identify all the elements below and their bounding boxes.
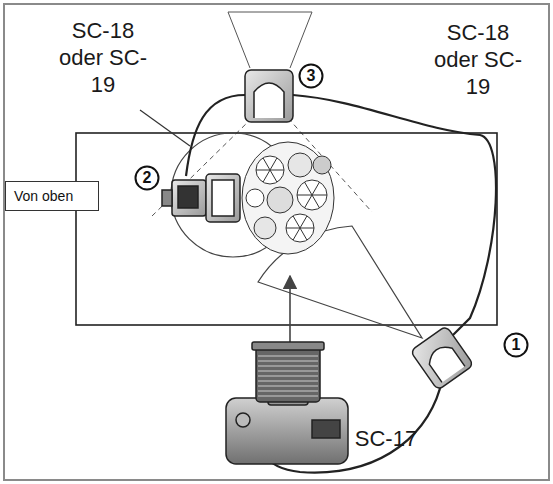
callout-circle	[300, 65, 323, 88]
flash-unit	[162, 190, 172, 206]
flash-unit	[245, 70, 293, 122]
petal-line	[293, 216, 300, 228]
flower-bouquet	[286, 214, 314, 242]
flower-bouquet	[256, 156, 284, 184]
petal-line	[263, 158, 270, 170]
flash-unit	[410, 326, 474, 391]
callout-circle	[505, 334, 528, 357]
callout-circle	[136, 167, 159, 190]
cable-label: SC-17	[344, 426, 428, 453]
flower-bouquet	[254, 217, 276, 239]
petal-line	[270, 158, 277, 170]
callout-number: 3	[298, 63, 324, 89]
petal-line	[312, 195, 320, 208]
petal-line	[270, 170, 277, 182]
petal-line	[300, 228, 314, 229]
petal-line	[286, 228, 300, 229]
petal-line	[305, 182, 313, 195]
lens-rib	[258, 386, 318, 387]
box-text: Von oben	[14, 188, 88, 204]
flower-bouquet	[242, 142, 334, 254]
leader-line	[140, 110, 190, 146]
cable	[293, 95, 496, 336]
camera	[258, 356, 318, 396]
flower-bouquet	[242, 142, 334, 254]
flash-unit	[410, 326, 474, 391]
cable	[186, 95, 245, 176]
petal-line	[263, 170, 270, 182]
callout-number: 1	[503, 332, 529, 358]
flash-unit	[162, 174, 240, 222]
camera	[226, 398, 348, 464]
flash-unit	[178, 186, 198, 208]
lens-rib	[258, 376, 318, 377]
light-cone	[228, 12, 312, 68]
flash-unit	[172, 180, 206, 216]
flash-unit	[425, 342, 465, 383]
callout-text: 1	[512, 336, 521, 354]
camera	[256, 346, 320, 402]
flash-unit	[245, 70, 293, 122]
petal-line	[312, 182, 320, 195]
lens-rib	[258, 381, 318, 382]
camera	[236, 413, 250, 427]
cable-label: SC-18 oder SC-19	[430, 20, 526, 100]
frame	[4, 4, 549, 480]
callout-number: 2	[134, 165, 160, 191]
petal-line	[312, 195, 327, 196]
callout-text: 2	[143, 169, 152, 187]
petal-line	[293, 228, 300, 240]
flower-bouquet	[267, 187, 293, 213]
cable	[186, 95, 496, 473]
cable-label: SC-18 oder SC-19	[55, 18, 151, 98]
flower-bouquet	[313, 156, 331, 174]
lens-rib	[258, 371, 318, 372]
lens-rib	[258, 361, 318, 362]
petal-line	[300, 216, 307, 228]
lens-rib	[258, 366, 318, 367]
flower-bouquet	[288, 153, 312, 177]
camera	[252, 342, 324, 350]
lens-rib	[258, 391, 318, 392]
callout-text: 3	[307, 67, 316, 85]
lens-rib	[258, 356, 318, 357]
flower-bouquet	[297, 180, 327, 210]
flower-bouquet	[256, 158, 327, 240]
flash-unit	[212, 180, 234, 216]
flower-bouquet	[246, 189, 264, 207]
petal-line	[300, 228, 307, 240]
flash-unit	[254, 83, 284, 118]
lens-rib	[258, 396, 318, 397]
label-box: Von oben	[5, 181, 99, 211]
flash-unit	[206, 174, 240, 222]
camera	[312, 420, 340, 438]
petal-line	[297, 195, 312, 196]
petal-line	[270, 170, 284, 171]
direction-arrow	[289, 276, 291, 342]
petal-line	[256, 170, 270, 171]
table	[76, 133, 497, 325]
petal-line	[305, 195, 313, 208]
camera	[226, 342, 348, 464]
